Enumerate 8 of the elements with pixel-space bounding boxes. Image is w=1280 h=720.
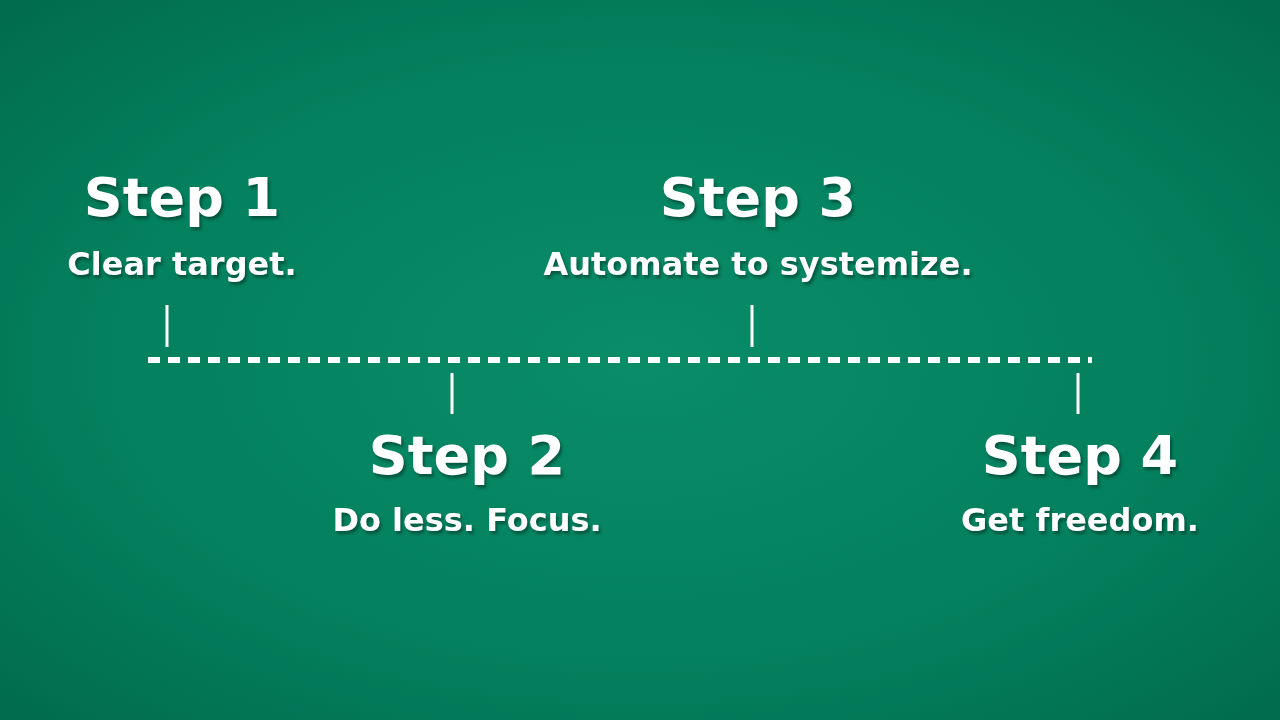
step-heading: Step 4 xyxy=(981,426,1179,486)
step-heading: Step 2 xyxy=(368,426,566,486)
step-description: Do less. Focus. xyxy=(332,503,602,539)
step-description: Clear target. xyxy=(67,247,297,283)
step-heading: Step 1 xyxy=(83,168,281,228)
step-description: Get freedom. xyxy=(961,503,1199,539)
step-description: Automate to systemize. xyxy=(543,247,973,283)
step-heading: Step 3 xyxy=(659,168,857,228)
